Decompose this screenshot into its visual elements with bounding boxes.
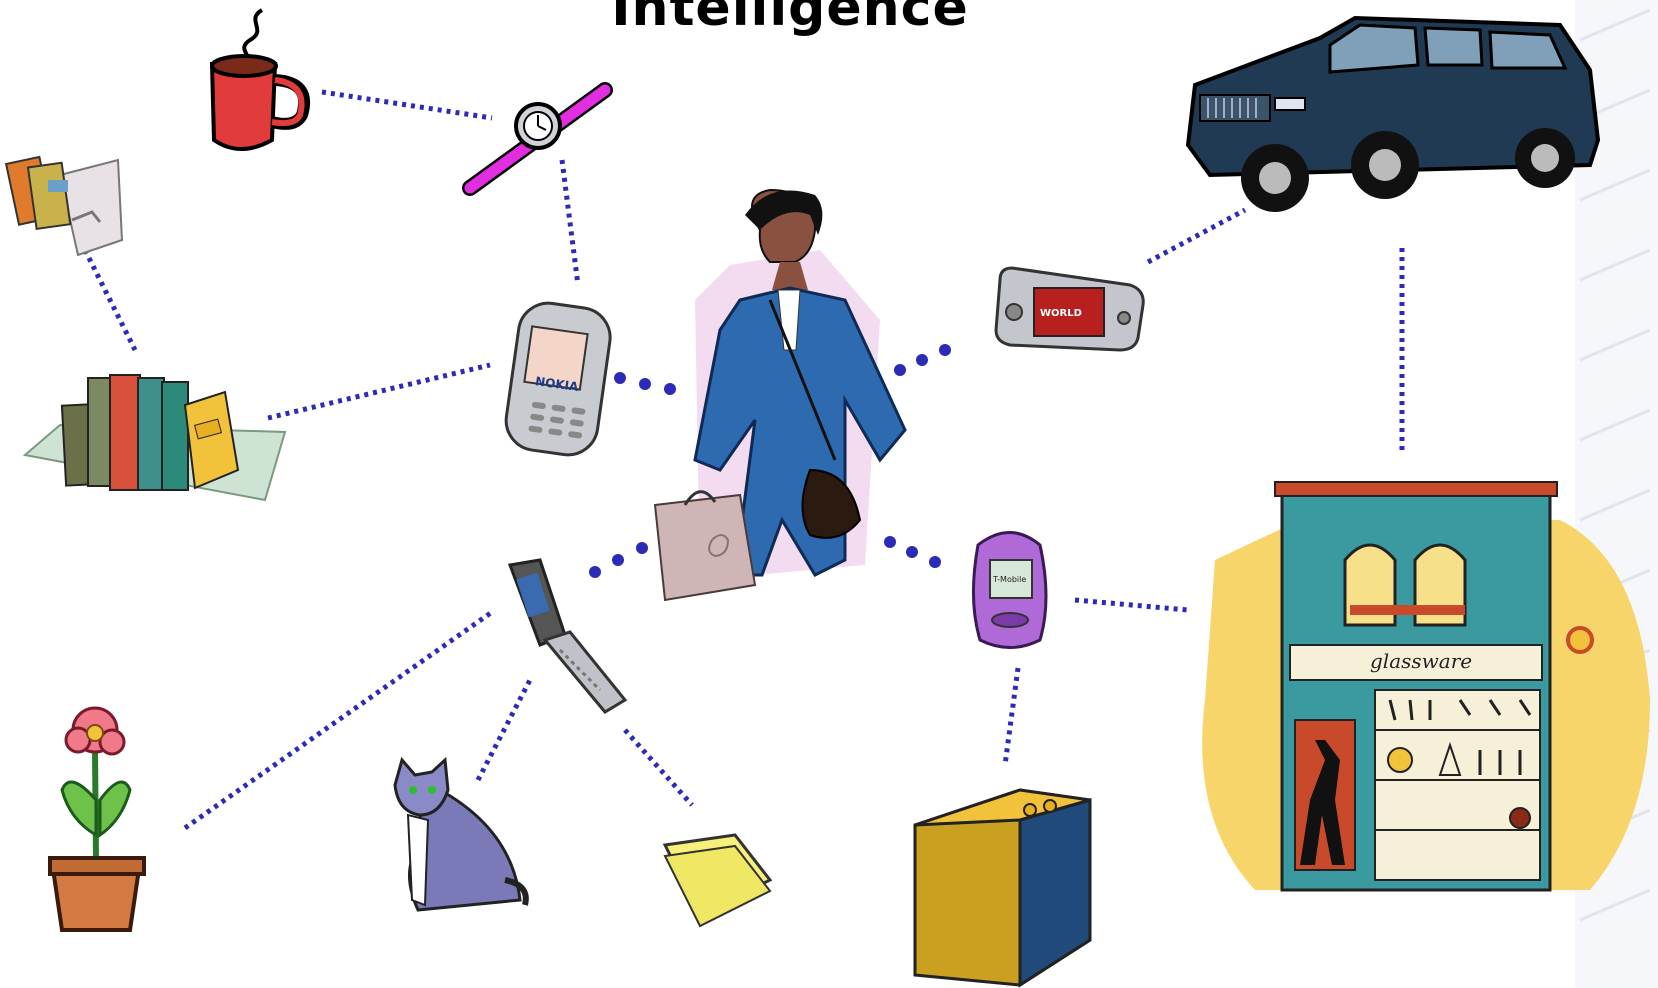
slide-title: Intelligence bbox=[611, 0, 969, 38]
dot bbox=[639, 378, 651, 390]
nokia-phone-icon: NOKIA bbox=[504, 301, 612, 457]
dot bbox=[614, 372, 626, 384]
connections bbox=[82, 89, 1405, 831]
dot bbox=[612, 554, 624, 566]
cat-icon bbox=[393, 756, 529, 912]
shop-sign: glassware bbox=[1370, 649, 1472, 673]
nokia-brand-label: NOKIA bbox=[534, 374, 580, 394]
center-connections bbox=[589, 344, 951, 578]
car-icon bbox=[1185, 15, 1601, 212]
flip-phone-icon bbox=[507, 558, 628, 714]
open-books-icon bbox=[4, 155, 124, 257]
sticky-notes-icon bbox=[662, 833, 773, 928]
link-mug-watch bbox=[321, 89, 493, 121]
washing-machine-icon bbox=[913, 788, 1092, 988]
dot bbox=[636, 542, 648, 554]
dot bbox=[939, 344, 951, 356]
link-purple-shop bbox=[1074, 597, 1189, 613]
dot bbox=[589, 566, 601, 578]
wristwatch-icon bbox=[462, 82, 613, 196]
dot bbox=[664, 383, 676, 395]
link-cat-flip bbox=[475, 678, 533, 782]
purple-phone-icon: T-Mobile bbox=[972, 531, 1048, 649]
communicator-screen-label: WORLD bbox=[1040, 308, 1082, 319]
link-shelf-nokia bbox=[267, 362, 491, 421]
dot bbox=[894, 364, 906, 376]
link-openbooks-shelf bbox=[82, 248, 138, 352]
dot bbox=[929, 556, 941, 568]
purple-screen-label: T-Mobile bbox=[992, 575, 1026, 584]
flower-pot-icon bbox=[48, 706, 146, 932]
link-communicator-car bbox=[1146, 207, 1247, 265]
communicator-phone-icon: WORLD bbox=[994, 266, 1145, 352]
link-watch-nokia bbox=[559, 159, 581, 286]
dot bbox=[884, 536, 896, 548]
bookshelf-icon bbox=[22, 374, 287, 502]
dot bbox=[906, 546, 918, 558]
dot bbox=[916, 354, 928, 366]
shop-icon: glassware bbox=[1202, 481, 1650, 892]
link-notes-flip bbox=[623, 728, 694, 807]
coffee-mug-icon bbox=[209, 8, 311, 151]
woman-shopper-icon bbox=[653, 188, 907, 602]
link-purple-washer bbox=[1002, 667, 1021, 766]
